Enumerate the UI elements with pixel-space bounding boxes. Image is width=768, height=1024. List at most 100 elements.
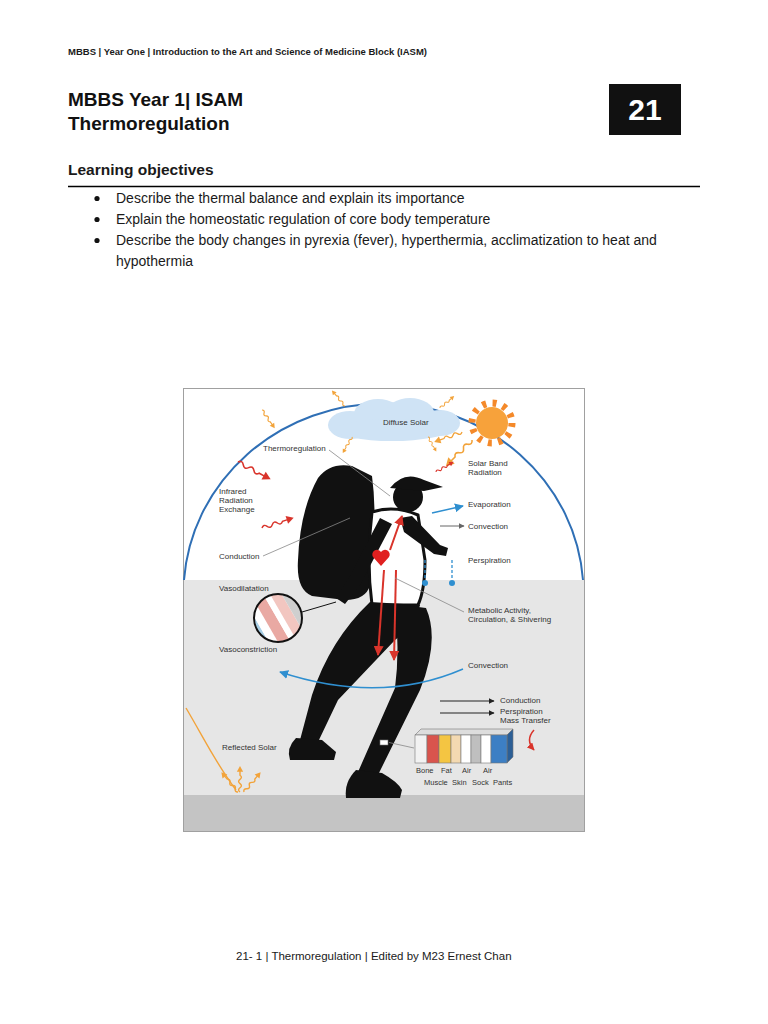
layer-label: Air (462, 766, 471, 775)
solar-arrow (330, 389, 347, 408)
sun-icon (476, 407, 508, 439)
figure-frame (184, 389, 585, 832)
leader-line (395, 578, 464, 612)
diagram-label: Solar Band Radiation (468, 459, 514, 477)
hiker-figure (289, 465, 448, 798)
cap (390, 476, 443, 491)
infrared-arrow (286, 514, 295, 524)
leader-line (263, 450, 464, 748)
diagram-label: Convection (468, 522, 508, 531)
solar-arrow (330, 389, 337, 396)
tissue-layers (415, 729, 513, 763)
diagram-label: Diffuse Solar (383, 418, 429, 427)
objective-text: Explain the homeostatic regulation of co… (116, 209, 700, 230)
infrared-arrow (237, 460, 265, 478)
circulation-arrow (394, 570, 396, 660)
cloud-icon (336, 419, 448, 441)
diagram-label: Evaporation (468, 500, 511, 509)
front-arm (400, 516, 448, 556)
running-header: MBBS | Year One | Introduction to the Ar… (68, 46, 427, 57)
vessel-inset (302, 602, 336, 612)
figure-frame (184, 795, 584, 831)
diagram-label: Conduction (500, 696, 540, 705)
solar-arrow (260, 389, 475, 470)
perspiration-drops (422, 560, 455, 586)
solar-arrow (439, 398, 452, 409)
solar-arrow (427, 437, 435, 450)
tissue-layers (481, 735, 491, 763)
layer-label: Bone (416, 766, 434, 775)
figure-frame (184, 403, 583, 580)
solar-arrow (439, 394, 456, 409)
solar-arrow (433, 447, 438, 452)
circulation-arrow (378, 516, 402, 660)
reflected-solar-arrow (219, 770, 240, 794)
solar-arrow (341, 436, 354, 454)
heading-rule (68, 186, 700, 188)
diagram-label: Vasodilatation (219, 584, 269, 593)
sun-icon (472, 403, 512, 443)
heat-flow-arrow (530, 730, 535, 750)
heat-flow-arrow (440, 701, 494, 702)
bullet-dot (94, 217, 99, 222)
tissue-layers (415, 729, 513, 735)
solar-arrow (341, 448, 347, 454)
tissue-layers (461, 735, 471, 763)
infrared-arrow (261, 514, 295, 532)
infrared-arrow (261, 472, 272, 484)
solar-arrow (450, 394, 456, 400)
solar-arrow (261, 409, 273, 425)
heat-flow-arrow (280, 506, 534, 750)
objective-text: Describe the thermal balance and explain… (116, 188, 700, 209)
solar-arrow (433, 429, 463, 446)
bullet-dot (94, 238, 99, 243)
vessel-inset (266, 582, 310, 648)
tissue-layers (439, 735, 451, 763)
circulation-arrow (390, 516, 402, 550)
solar-arrow (344, 437, 353, 451)
reflected-solar-arrow (237, 766, 243, 792)
front-shoe (346, 770, 402, 798)
figure-frame (184, 389, 585, 832)
reflected-solar-arrow (237, 766, 243, 772)
infrared-arrow (261, 518, 288, 530)
layer-label: Air (483, 766, 492, 775)
diagram-label: Thermoregulation (263, 444, 326, 453)
diagram-label: Conduction (219, 552, 259, 561)
backpack (298, 465, 375, 600)
reflected-solar-arrow (219, 770, 227, 778)
solar-arrow (439, 430, 463, 441)
layer-label: Pants (493, 778, 512, 787)
infrared-arrow (236, 458, 273, 483)
layer-label: Muscle (424, 778, 448, 787)
layer-label: Fat (441, 766, 452, 775)
infrared-arrow (435, 460, 455, 474)
tissue-layers (507, 729, 513, 763)
perspiration-drops (422, 580, 428, 586)
diagram-label: Perspiration Mass Transfer (500, 707, 556, 725)
tissue-layers (491, 735, 507, 763)
leader-line (329, 450, 390, 496)
layer-label: Sock (472, 778, 489, 787)
diagram-label: Perspiration (468, 556, 511, 565)
layer-label: Skin (452, 778, 467, 787)
leader-line (263, 518, 350, 556)
solar-arrow (426, 436, 438, 452)
bullet-dot (94, 196, 99, 201)
tissue-layers (471, 735, 481, 763)
tissue-layers (427, 735, 439, 763)
reflected-solar-arrow (223, 775, 239, 793)
back-shoe (289, 738, 336, 760)
sun-icon (472, 403, 512, 443)
reflected-solar-arrow (242, 770, 263, 794)
diagram-label: Metabolic Activity, Circulation, & Shive… (468, 606, 566, 624)
diagram-label: Infrared Radiation Exchange (219, 487, 261, 514)
heat-flow-arrow (432, 506, 463, 513)
diagram-label: Reflected Solar (222, 743, 277, 752)
heat-flow-arrow (440, 526, 464, 527)
reflected-solar-arrow (239, 771, 242, 792)
tissue-layers (451, 735, 461, 763)
